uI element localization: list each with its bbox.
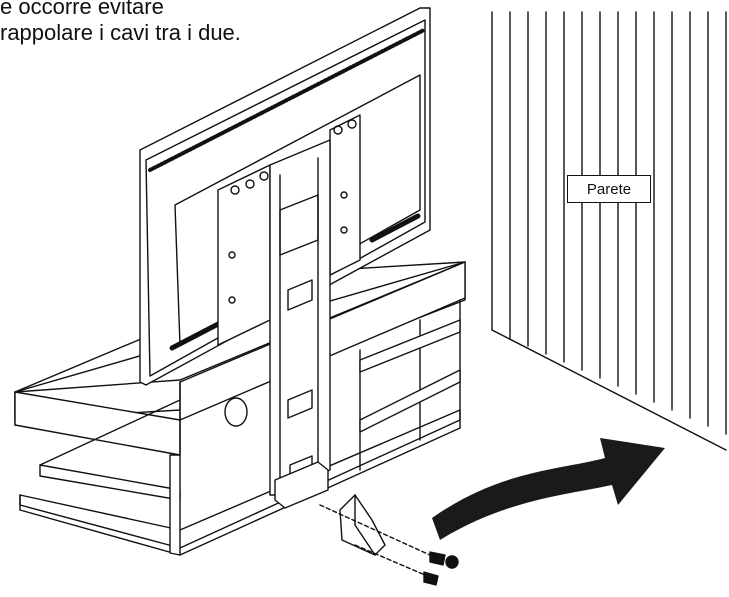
rotate-arrow-icon xyxy=(432,438,665,540)
wall xyxy=(491,11,727,451)
mount-column xyxy=(269,139,331,509)
wall-bracket xyxy=(339,494,386,556)
caption-line-2: rappolare i cavi tra i due. xyxy=(0,20,241,45)
screw-icon xyxy=(319,504,459,586)
wall-label: Parete xyxy=(567,175,651,203)
instruction-caption: e occorre evitare rappolare i cavi tra i… xyxy=(0,0,241,46)
caption-line-1: e occorre evitare xyxy=(0,0,164,19)
